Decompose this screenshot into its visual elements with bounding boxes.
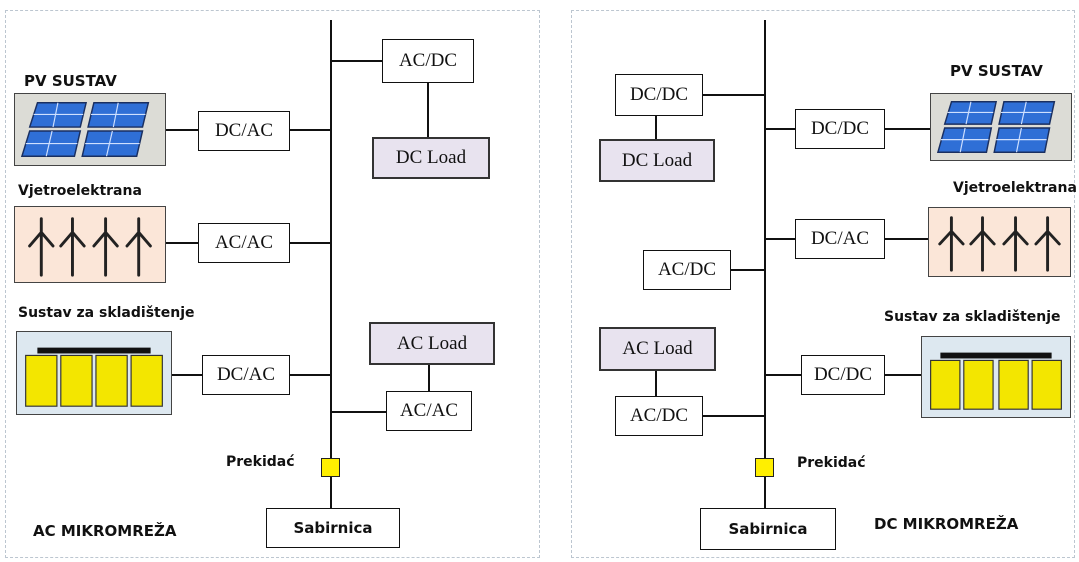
dc-dc-load: DC Load [599,139,715,182]
ac-ac-load-bus-wire [331,411,386,413]
dc-main-bus [764,20,766,510]
dc-wind-label: Vjetroelektrana [953,180,1077,196]
ac-wind-bus-wire [290,242,331,244]
dc-wind-converter: DC/AC [795,219,885,259]
ac-ac-load-converter: AC/AC [386,391,472,431]
dc-dc-load-converter: DC/DC [615,74,703,116]
ac-dc-load-wire [427,83,429,137]
dc-mid-bus-wire [731,269,765,271]
ac-dc-load-converter: AC/DC [382,39,474,83]
battery-icon [930,352,1062,410]
dc-pv-bus-wire [765,128,795,130]
dc-storage-label: Sustav za skladištenje [884,309,1061,325]
dc-pv-panels-image [930,93,1072,161]
dc-storage-converter: DC/DC [801,355,885,395]
dc-storage-bus-wire [765,374,801,376]
dc-wind-farm-image [928,207,1071,277]
ac-busbar: Sabirnica [266,508,400,548]
dc-dc-load-bus-wire [703,94,765,96]
ac-storage-converter: DC/AC [202,355,290,395]
ac-dc-load-bus-wire [331,60,382,62]
dc-mid-converter: AC/DC [643,250,731,290]
dc-pv-label: PV SUSTAV [950,62,1043,80]
wind-turbine-icon [938,216,1061,272]
dc-breaker-label: Prekidać [797,455,866,471]
ac-storage-label: Sustav za skladištenje [18,305,195,321]
ac-pv-label: PV SUSTAV [24,72,117,90]
dc-pv-converter: DC/DC [795,109,885,149]
dc-ac-load-wire [655,371,657,396]
ac-main-bus [330,20,332,510]
ac-wind-farm-image [14,206,166,283]
ac-storage-image [16,331,172,415]
dc-ac-load-converter: AC/DC [615,396,703,436]
dc-wind-bus-wire [765,238,795,240]
ac-ac-load-wire [428,365,430,391]
ac-wind-label: Vjetroelektrana [18,183,142,199]
ac-pv-panels-image [14,93,166,166]
dc-ac-load: AC Load [599,327,716,371]
ac-ac-load: AC Load [369,322,495,365]
ac-storage-wire [172,374,202,376]
dc-wind-wire [885,238,928,240]
dc-microgrid-title: DC MIKROMREŽA [874,515,1019,533]
wind-turbine-icon [28,217,152,277]
dc-ac-load-bus-wire [703,415,765,417]
dc-microgrid-panel [571,10,1075,558]
ac-breaker [321,458,340,477]
dc-storage-image [921,336,1071,418]
ac-pv-wire [166,129,198,131]
dc-pv-wire [885,128,930,130]
ac-microgrid-panel [5,10,540,558]
solar-panel-icon [936,101,1056,153]
battery-icon [25,347,163,407]
ac-pv-converter: DC/AC [198,111,290,151]
solar-panel-icon [20,102,150,157]
ac-storage-bus-wire [290,374,331,376]
ac-wind-converter: AC/AC [198,223,290,263]
ac-pv-bus-wire [290,129,331,131]
dc-busbar: Sabirnica [700,508,836,550]
ac-microgrid-title: AC MIKROMREŽA [33,522,177,540]
ac-wind-wire [166,242,198,244]
ac-breaker-label: Prekidać [226,454,295,470]
dc-dc-load-wire [655,116,657,139]
ac-dc-load: DC Load [372,137,490,179]
dc-storage-wire [885,374,921,376]
dc-breaker [755,458,774,477]
